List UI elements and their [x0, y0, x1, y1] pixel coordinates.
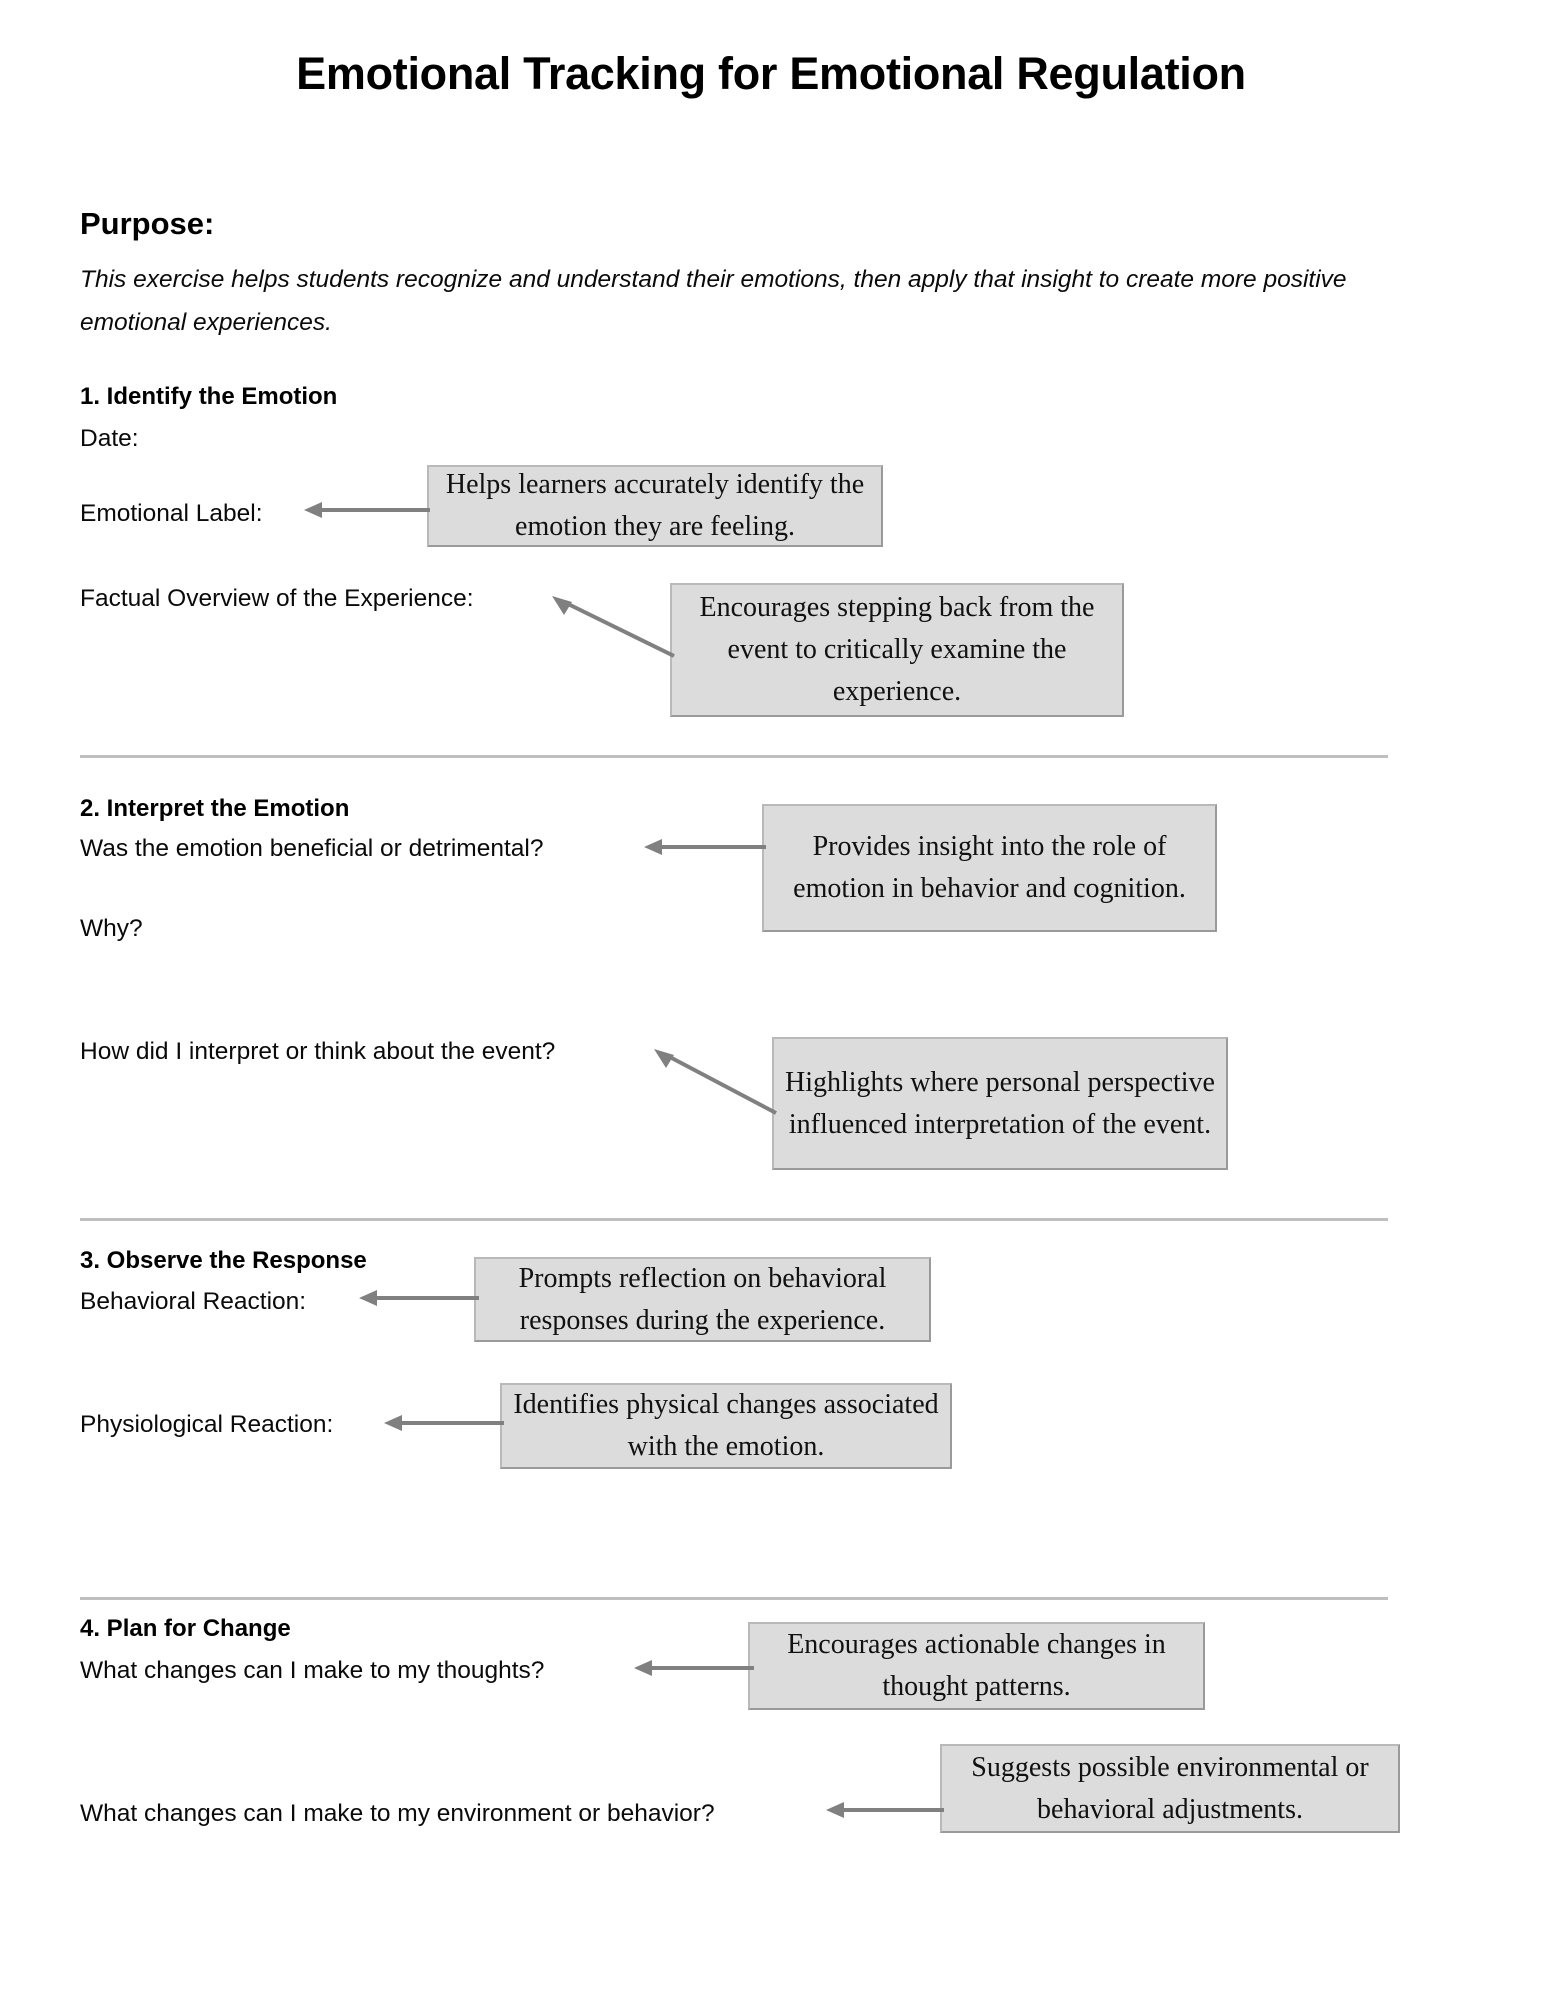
callout-text: Prompts reflection on behavioral respons…: [518, 1262, 887, 1336]
arrow-to-change-environment: [826, 1802, 944, 1818]
callout-text: Encourages stepping back from the event …: [699, 592, 1095, 707]
arrow-to-emotional-label: [304, 502, 430, 518]
arrow-to-change-thoughts: [634, 1660, 754, 1676]
arrow-to-behavioral-reaction: [359, 1290, 479, 1306]
callout-factual-overview: Encourages stepping back from the event …: [670, 583, 1124, 717]
arrow-to-factual-overview: [552, 596, 675, 658]
prompt-why: Why?: [80, 915, 143, 942]
prompt-beneficial-or-detrimental: Was the emotion beneficial or detrimenta…: [80, 835, 544, 862]
callout-text: Identifies physical changes associated w…: [513, 1389, 939, 1462]
prompt-change-environment: What changes can I make to my environmen…: [80, 1800, 715, 1827]
callout-physical-changes: Identifies physical changes associated w…: [500, 1383, 952, 1469]
section-heading-3: 3. Observe the Response: [80, 1247, 367, 1274]
callout-identify-emotion: Helps learners accurately identify the e…: [427, 465, 883, 547]
callout-personal-perspective: Highlights where personal perspective in…: [772, 1037, 1228, 1170]
purpose-heading: Purpose:: [80, 206, 215, 241]
callout-text: Helps learners accurately identify the e…: [445, 469, 865, 542]
page-title: Emotional Tracking for Emotional Regulat…: [296, 48, 1246, 99]
prompt-physiological-reaction: Physiological Reaction:: [80, 1411, 334, 1438]
prompt-emotional-label: Emotional Label:: [80, 500, 263, 527]
prompt-how-did-i-interpret: How did I interpret or think about the e…: [80, 1038, 556, 1065]
callout-environmental-adjustments: Suggests possible environmental or behav…: [940, 1744, 1400, 1833]
arrow-to-beneficial-question: [644, 839, 766, 855]
section-heading-2: 2. Interpret the Emotion: [80, 795, 350, 822]
section-divider-1: [80, 755, 1388, 758]
prompt-factual-overview: Factual Overview of the Experience:: [80, 585, 474, 612]
section-divider-2: [80, 1218, 1388, 1221]
section-divider-3: [80, 1597, 1388, 1600]
arrow-to-physiological-reaction: [384, 1415, 504, 1431]
callout-text: Provides insight into the role of emotio…: [793, 831, 1186, 904]
arrow-to-interpret-question: [654, 1049, 777, 1115]
callout-text: Highlights where personal perspective in…: [785, 1066, 1215, 1140]
prompt-behavioral-reaction: Behavioral Reaction:: [80, 1288, 307, 1315]
callout-text: Suggests possible environmental or behav…: [971, 1751, 1369, 1825]
callout-role-of-emotion: Provides insight into the role of emotio…: [762, 804, 1217, 932]
section-heading-1: 1. Identify the Emotion: [80, 383, 338, 410]
callout-actionable-thought-changes: Encourages actionable changes in thought…: [748, 1622, 1205, 1710]
prompt-change-thoughts: What changes can I make to my thoughts?: [80, 1657, 545, 1684]
prompt-date: Date:: [80, 425, 139, 452]
callout-behavioral-responses: Prompts reflection on behavioral respons…: [474, 1257, 931, 1342]
purpose-description: This exercise helps students recognize a…: [80, 266, 1347, 336]
callout-text: Encourages actionable changes in thought…: [787, 1629, 1166, 1702]
section-heading-4: 4. Plan for Change: [80, 1615, 291, 1642]
